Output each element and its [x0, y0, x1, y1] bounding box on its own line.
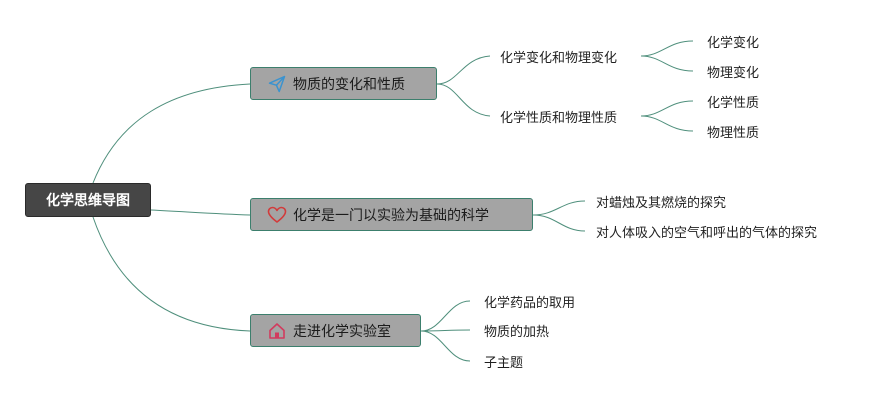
- branch-topic-label: 物质的变化和性质: [293, 76, 405, 93]
- branch-topic-label: 走进化学实验室: [293, 323, 391, 340]
- leaf-physical-change[interactable]: 物理变化: [707, 61, 759, 81]
- leaf-label: 化学性质: [707, 95, 760, 111]
- leaf-label: 子主题: [484, 355, 524, 371]
- link-root-to-branch-changes: [92, 83, 251, 184]
- link-sub-changes-to-physical: [640, 55, 694, 72]
- home-icon: [267, 321, 287, 341]
- link-sub-changes-to-chemical: [640, 40, 694, 57]
- link-branch-changes-to-sub-2: [436, 83, 491, 117]
- subtopic-label: 化学性质和物理性质: [500, 110, 618, 126]
- leaf-chemical-change[interactable]: 化学变化: [707, 31, 759, 51]
- leaf-label: 物质的加热: [484, 324, 550, 340]
- leaf-physical-property[interactable]: 物理性质: [707, 121, 759, 141]
- leaf-label: 物理变化: [707, 65, 760, 81]
- leaf-label: 化学药品的取用: [484, 295, 576, 311]
- subtopic-label: 化学变化和物理变化: [500, 50, 618, 66]
- link-branch-lab-to-reagent: [420, 300, 471, 332]
- branch-topic-enter-lab[interactable]: 走进化学实验室: [250, 314, 421, 347]
- leaf-label: 对蜡烛及其燃烧的探究: [596, 195, 727, 211]
- link-branch-lab-to-heating: [420, 329, 471, 332]
- leaf-label: 物理性质: [707, 125, 760, 141]
- paper-plane-icon: [267, 74, 287, 94]
- leaf-chemical-property[interactable]: 化学性质: [707, 91, 759, 111]
- leaf-breath-inquiry[interactable]: 对人体吸入的空气和呼出的气体的探究: [596, 221, 817, 241]
- root-topic[interactable]: 化学思维导图: [25, 183, 151, 217]
- leaf-subtopic[interactable]: 子主题: [484, 351, 523, 371]
- link-sub-props-to-physical: [640, 115, 694, 132]
- link-sub-props-to-chemical: [640, 100, 694, 117]
- branch-topic-changes-properties[interactable]: 物质的变化和性质: [250, 67, 437, 100]
- root-topic-label: 化学思维导图: [46, 193, 130, 209]
- link-branch-exp-to-candle: [532, 200, 586, 216]
- heart-icon: [267, 205, 287, 225]
- leaf-label: 对人体吸入的空气和呼出的气体的探究: [596, 225, 818, 241]
- link-branch-lab-to-subtopic: [420, 330, 471, 362]
- branch-topic-label: 化学是一门以实验为基础的科学: [293, 207, 489, 224]
- leaf-candle-inquiry[interactable]: 对蜡烛及其燃烧的探究: [596, 191, 726, 211]
- link-root-to-branch-experiment: [150, 209, 251, 216]
- branch-topic-experimental-science[interactable]: 化学是一门以实验为基础的科学: [250, 198, 533, 231]
- leaf-label: 化学变化: [707, 35, 760, 51]
- link-root-to-branch-lab: [92, 216, 251, 332]
- subtopic-properties[interactable]: 化学性质和物理性质: [500, 106, 617, 126]
- leaf-heating[interactable]: 物质的加热: [484, 320, 549, 340]
- link-branch-exp-to-breath: [532, 214, 586, 232]
- subtopic-changes[interactable]: 化学变化和物理变化: [500, 46, 617, 66]
- leaf-reagent-handling[interactable]: 化学药品的取用: [484, 291, 575, 311]
- link-branch-changes-to-sub-1: [436, 55, 491, 85]
